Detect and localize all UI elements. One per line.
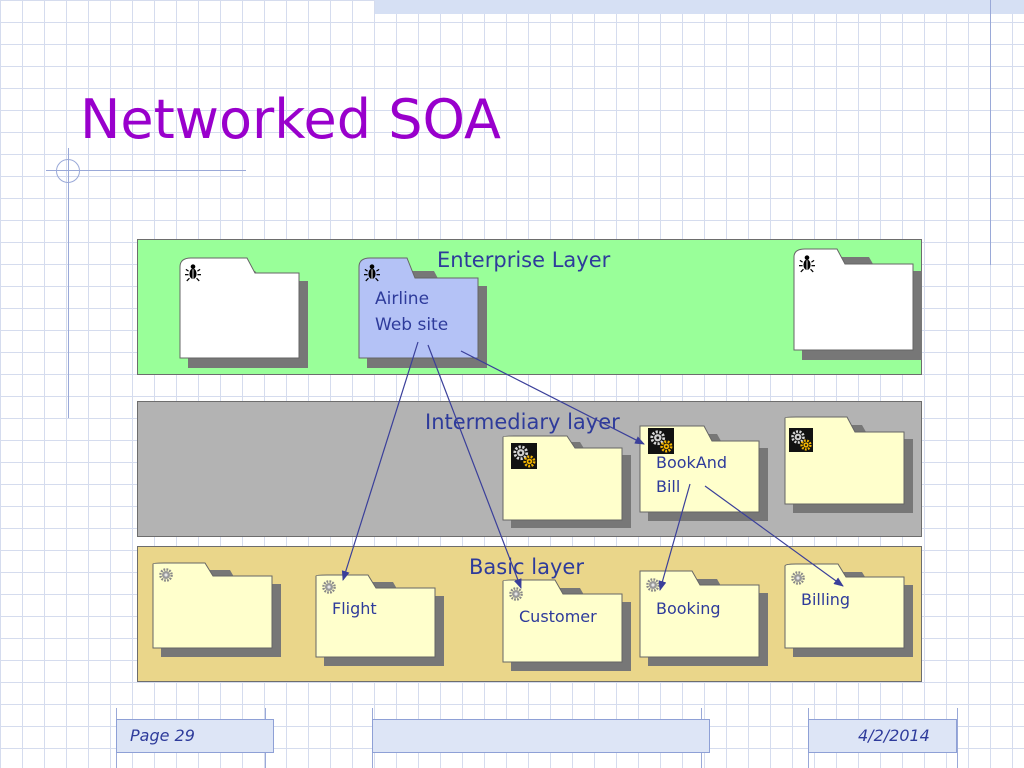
basic-folder-1 [152,562,281,657]
gear-icon [159,568,173,582]
slide-date: 4/2/2014 [858,726,930,745]
right-margin-line [990,0,991,265]
gear-icon [322,580,336,594]
gear-icon [509,587,523,601]
arrow-airline-to-bookandbill [460,350,645,445]
gears-icon [789,428,813,452]
airline-label-line1: Airline [375,289,430,309]
footer-date-box [808,719,957,753]
bookandbill-label-line2: Bill [656,477,681,496]
left-margin-line [68,148,69,418]
page-number: Page 29 [130,726,195,745]
gears-icon [511,443,537,469]
enterprise-folder-1 [179,257,308,368]
footer-line [957,708,958,768]
intermediary-folder-1 [502,435,631,528]
gear-icon [791,571,805,585]
title-underline [46,170,246,171]
basic-layer-label: Basic layer [469,555,584,579]
customer-label: Customer [519,607,597,626]
billing-label: Billing [801,590,851,609]
footer-page-box [116,719,274,753]
arrow-bookandbill-to-billing [704,485,844,587]
arrow-airline-to-flight [341,341,419,581]
header-band [375,0,1024,14]
booking-folder [639,570,768,666]
enterprise-layer-label: Enterprise Layer [437,248,611,272]
bookandbill-folder [639,425,768,521]
page-title: Networked SOA [80,88,501,151]
airline-label-line2: Web site [375,315,449,335]
footer-center-box [372,719,710,753]
arrow-bookandbill-to-booking [658,483,691,591]
enterprise-folder-3 [793,248,922,360]
booking-label: Booking [656,599,721,618]
margin-circle [56,159,80,183]
airline-web-site-folder [358,257,487,368]
intermediary-folder-3 [784,416,913,513]
gear-icon [646,578,660,592]
billing-folder [784,563,913,657]
arrow-airline-to-customer [427,344,522,589]
flight-folder [315,574,444,666]
flight-label: Flight [332,599,377,618]
customer-folder [502,579,631,671]
bookandbill-label-line1: BookAnd [656,453,728,472]
